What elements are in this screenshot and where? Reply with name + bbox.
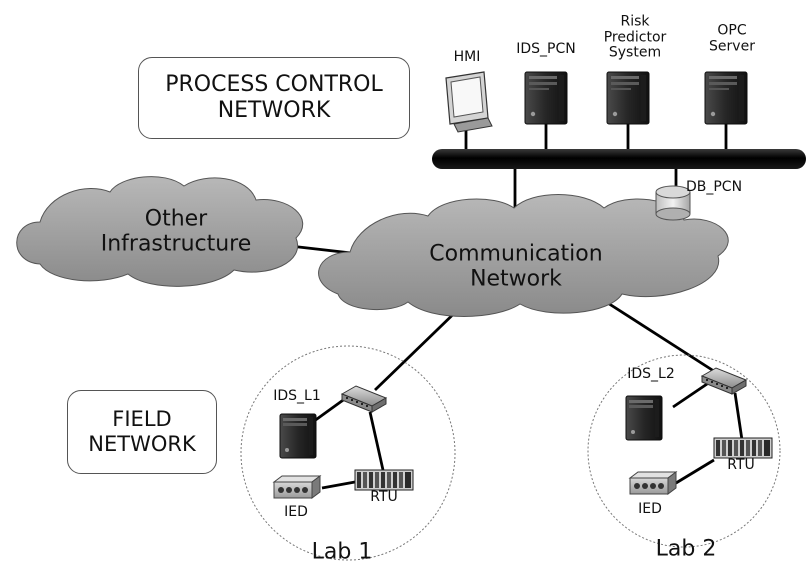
connection-lines	[289, 120, 744, 490]
server-tower-icon	[704, 71, 748, 125]
ids-pcn-label: IDS_PCN	[516, 41, 576, 58]
other-line2: Infrastructure	[100, 231, 252, 256]
comm-line1: Communication	[429, 241, 603, 267]
rtu-rack-icon	[354, 469, 414, 491]
lab1-boundary	[240, 345, 456, 561]
pcn-bus	[432, 149, 806, 169]
server-tower-icon	[279, 413, 317, 459]
db-pcn-label: DB_PCN	[685, 179, 743, 196]
opc-line2: Server	[709, 38, 755, 54]
risk-line2: Predictor	[603, 29, 667, 46]
lab2-rtu-label: RTU	[727, 457, 755, 474]
risk-line1: Risk	[620, 13, 650, 30]
ied-device-icon	[273, 475, 321, 499]
process-control-line1: PROCESS CONTROL	[165, 72, 383, 98]
field-network-line1: FIELD	[112, 407, 172, 432]
database-icon	[655, 185, 691, 221]
opc-server-label: OPC Server	[709, 23, 755, 54]
lab1-switch-rtu-link	[368, 411, 385, 471]
server-tower-icon	[524, 71, 568, 125]
comm-lab2-link	[599, 296, 721, 377]
communication-network-cloud	[318, 194, 729, 317]
monitor-icon	[445, 71, 493, 133]
process-control-network-box: PROCESS CONTROL NETWORK	[138, 57, 410, 139]
lab1-title: Lab 1	[311, 539, 373, 565]
other-line1: Other	[144, 206, 208, 232]
process-control-line2: NETWORK	[217, 98, 331, 123]
lab2-boundary	[587, 354, 781, 548]
ied-device-icon	[629, 471, 677, 495]
opc-line1: OPC	[717, 22, 747, 39]
comm-line2: Network	[470, 266, 562, 291]
risk-line3: System	[608, 44, 662, 61]
risk-predictor-label: Risk Predictor System	[604, 14, 667, 61]
server-tower-icon	[606, 71, 650, 125]
network-switch-icon	[701, 367, 747, 395]
lab2-switch-ids-link	[672, 380, 711, 409]
other-infrastructure-label: Other Infrastructure	[101, 207, 252, 256]
lab1-rtu-ied-link	[321, 480, 356, 490]
hmi-label: HMI	[453, 49, 481, 66]
communication-network-label: Communication Network	[429, 242, 602, 291]
lab1-rtu-label: RTU	[370, 489, 398, 506]
lab2-title: Lab 2	[655, 536, 717, 562]
ids-l2-label: IDS_L2	[627, 366, 675, 383]
lab1-ied-label: IED	[284, 504, 308, 521]
lab2-rtu-ied-link	[675, 458, 715, 485]
field-network-line2: NETWORK	[88, 432, 196, 456]
lab2-switch-rtu-link	[733, 392, 744, 441]
network-switch-icon	[341, 385, 387, 413]
field-network-box: FIELD NETWORK	[67, 390, 217, 474]
lab2-ied-label: IED	[638, 501, 662, 518]
ids-l1-label: IDS_L1	[273, 388, 321, 405]
other-infrastructure-cloud	[16, 176, 304, 287]
server-tower-icon	[625, 395, 663, 441]
rtu-rack-icon	[713, 437, 773, 459]
